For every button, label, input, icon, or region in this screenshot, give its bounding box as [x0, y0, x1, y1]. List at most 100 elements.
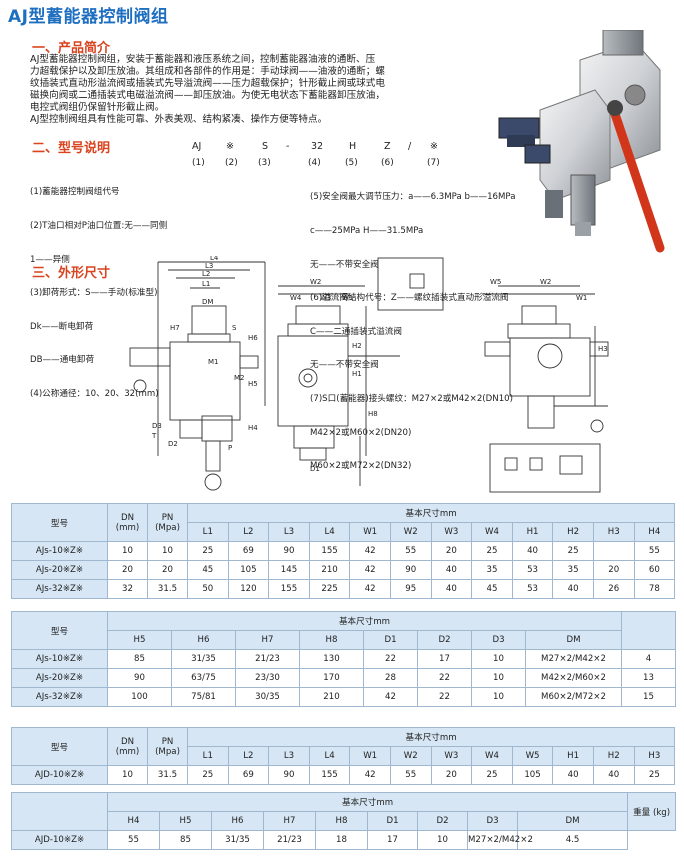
table-cell: 31/35: [211, 830, 264, 850]
dim-label: H5: [248, 380, 258, 388]
dim-label: H3: [598, 345, 608, 353]
model-cell: AJs-32※Z※: [11, 687, 108, 707]
table-cell: 10: [147, 541, 188, 561]
table-cell: 210: [308, 560, 351, 580]
left-notes: (1)蓄能器控制阀组代号 (2)T油口相对P油口位置:无——同侧 1——异侧 (…: [30, 165, 167, 411]
table-cell: 90: [107, 668, 172, 688]
table-cell: 25: [187, 541, 229, 561]
dim-label: W4: [290, 294, 302, 302]
code-part: ※: [430, 141, 438, 152]
table-cell: 155: [308, 541, 351, 561]
table-cell: 4: [621, 649, 676, 669]
table-cell: 85: [159, 830, 212, 850]
table-cell: 40: [552, 579, 594, 599]
col-header: W4: [471, 522, 513, 542]
col-header: W2: [389, 522, 432, 542]
dimension-drawings: L4 L3 L2 L1 DM S M1 M2 H7 H6 H5 H4 D3 D2…: [129, 256, 609, 493]
col-header: 型号: [11, 503, 108, 542]
table-cell: 31/35: [171, 649, 236, 669]
col-header: L4: [308, 746, 351, 766]
table-cell: 20: [430, 541, 473, 561]
section-model: 二、型号说明: [32, 141, 111, 156]
table-cell: 60: [633, 560, 676, 580]
table-cell: 225: [308, 579, 351, 599]
table-cell: 20: [430, 765, 473, 785]
table-cell: M27×2/M42×2: [525, 649, 622, 669]
table-cell: 45: [471, 579, 513, 599]
table-cell: 42: [349, 765, 391, 785]
dim-label: W1: [576, 294, 587, 302]
table-cell: M60×2/M72×2: [525, 687, 622, 707]
table-cell: 55: [107, 830, 160, 850]
table-cell: 40: [592, 765, 635, 785]
col-header: H5: [107, 630, 172, 650]
table-cell: 21/23: [263, 830, 316, 850]
dim-label: W2: [540, 278, 551, 286]
dim-label: H8: [368, 410, 378, 418]
col-header: DN (mm): [107, 727, 148, 766]
table-cell: 40: [552, 765, 594, 785]
code-part: AJ: [192, 141, 202, 152]
table-cell: 22: [363, 649, 418, 669]
dim-label: W1: [342, 294, 353, 302]
col-header: DM: [525, 630, 622, 650]
table-cell: 10: [417, 830, 468, 850]
col-header: L3: [268, 746, 310, 766]
table-cell: M27×2/M42×2: [467, 830, 533, 850]
table-cell: 20: [592, 560, 635, 580]
table-cell: 63/75: [171, 668, 236, 688]
code-num: (7): [427, 158, 440, 168]
table-cell: 18: [315, 830, 368, 850]
table-cell: 22: [417, 668, 472, 688]
dim-label: L4: [210, 256, 219, 262]
table-cell: 30/35: [235, 687, 300, 707]
col-header: 型号: [11, 727, 108, 766]
dim-label: L3: [205, 262, 213, 270]
dim-label: DM: [202, 298, 213, 306]
table-cell: 170: [299, 668, 364, 688]
col-header: L1: [187, 522, 229, 542]
col-header: L4: [308, 522, 351, 542]
dim-label: W2: [310, 278, 321, 286]
model-cell: AJD-10※Z※: [11, 765, 108, 785]
col-header: H8: [315, 811, 368, 831]
col-header: W3: [430, 746, 473, 766]
table-cell: 105: [511, 765, 554, 785]
intro-line: 电控式阀组仍保留针形截止阀。: [30, 102, 165, 114]
note-line: M42×2或M60×2(DN20): [310, 427, 412, 438]
table-cell: 90: [268, 541, 310, 561]
model-cell: AJD-10※Z※: [11, 830, 108, 850]
col-header: W5: [511, 746, 554, 766]
dim-label: L1: [202, 280, 210, 288]
table-cell: 130: [299, 649, 364, 669]
col-header: PN (Mpa): [147, 727, 188, 766]
col-header: D1: [367, 811, 418, 831]
section-dims: 三、外形尺寸: [32, 266, 111, 281]
note-line: Dk——断电卸荷: [30, 321, 94, 332]
model-cell: AJs-32※Z※: [11, 579, 108, 599]
dim-label: T: [151, 432, 157, 440]
table-cell: 23/30: [235, 668, 300, 688]
col-header: L3: [268, 522, 310, 542]
col-header: H4: [107, 811, 160, 831]
note-line: (4)公称通径：10、20、32(mm): [30, 389, 159, 400]
table-cell: 17: [417, 649, 472, 669]
model-cell: AJs-20※Z※: [11, 560, 108, 580]
table-cell: 55: [633, 541, 676, 561]
table-cell: 90: [268, 765, 310, 785]
col-header: H1: [552, 746, 594, 766]
table-cell: 20: [147, 560, 188, 580]
note-line: 1——异侧: [30, 254, 70, 265]
table-cell: 10: [107, 765, 148, 785]
col-header: L2: [227, 522, 270, 542]
table-cell: 210: [299, 687, 364, 707]
col-header: H6: [171, 630, 236, 650]
table-cell: 120: [227, 579, 270, 599]
col-header: D3: [471, 630, 526, 650]
col-header: DM: [516, 811, 629, 831]
table-cell: 22: [417, 687, 472, 707]
